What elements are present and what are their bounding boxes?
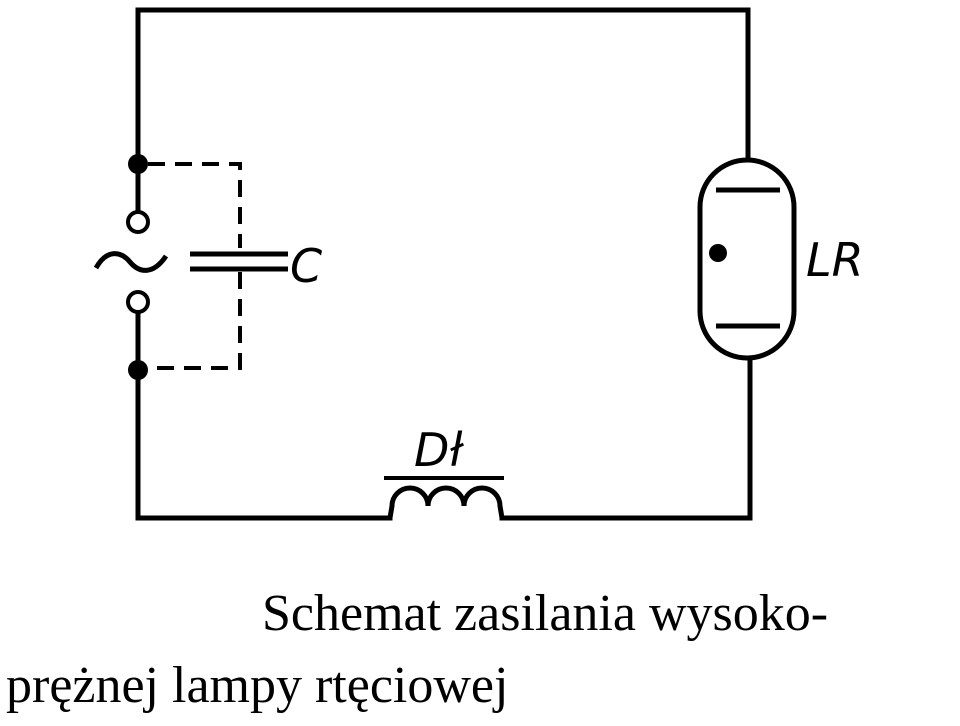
ac-tilde-icon (93, 251, 169, 273)
caption-line-2: prężnej lampy rtęciowej (6, 657, 509, 714)
junction-dot-bottom (128, 360, 148, 380)
capacitor-branch: C (148, 162, 322, 370)
terminal-lower (126, 290, 150, 314)
choke-label: Dł (414, 423, 464, 477)
circuit-wires (135, 7, 753, 521)
capacitor-label: C (290, 239, 322, 293)
circuit-schematic: C LR Dł (93, 7, 864, 521)
top-wire (135, 7, 751, 165)
bottom-wire-right (499, 353, 753, 521)
ac-source (93, 210, 169, 314)
choke-inductor: Dł (384, 423, 505, 519)
capacitor-dashed-top (148, 162, 242, 248)
capacitor-dashed-bottom (148, 272, 242, 370)
lamp-envelope (697, 157, 797, 361)
lamp-aux-electrode-dot (709, 244, 727, 262)
inductor-coil-icon (387, 485, 505, 519)
junction-dot-top (128, 154, 148, 174)
terminal-upper (126, 210, 150, 234)
caption-line-1: Schemat zasilania wysoko- (262, 585, 829, 642)
lamp-label: LR (806, 233, 864, 287)
mercury-lamp: LR (697, 157, 864, 361)
